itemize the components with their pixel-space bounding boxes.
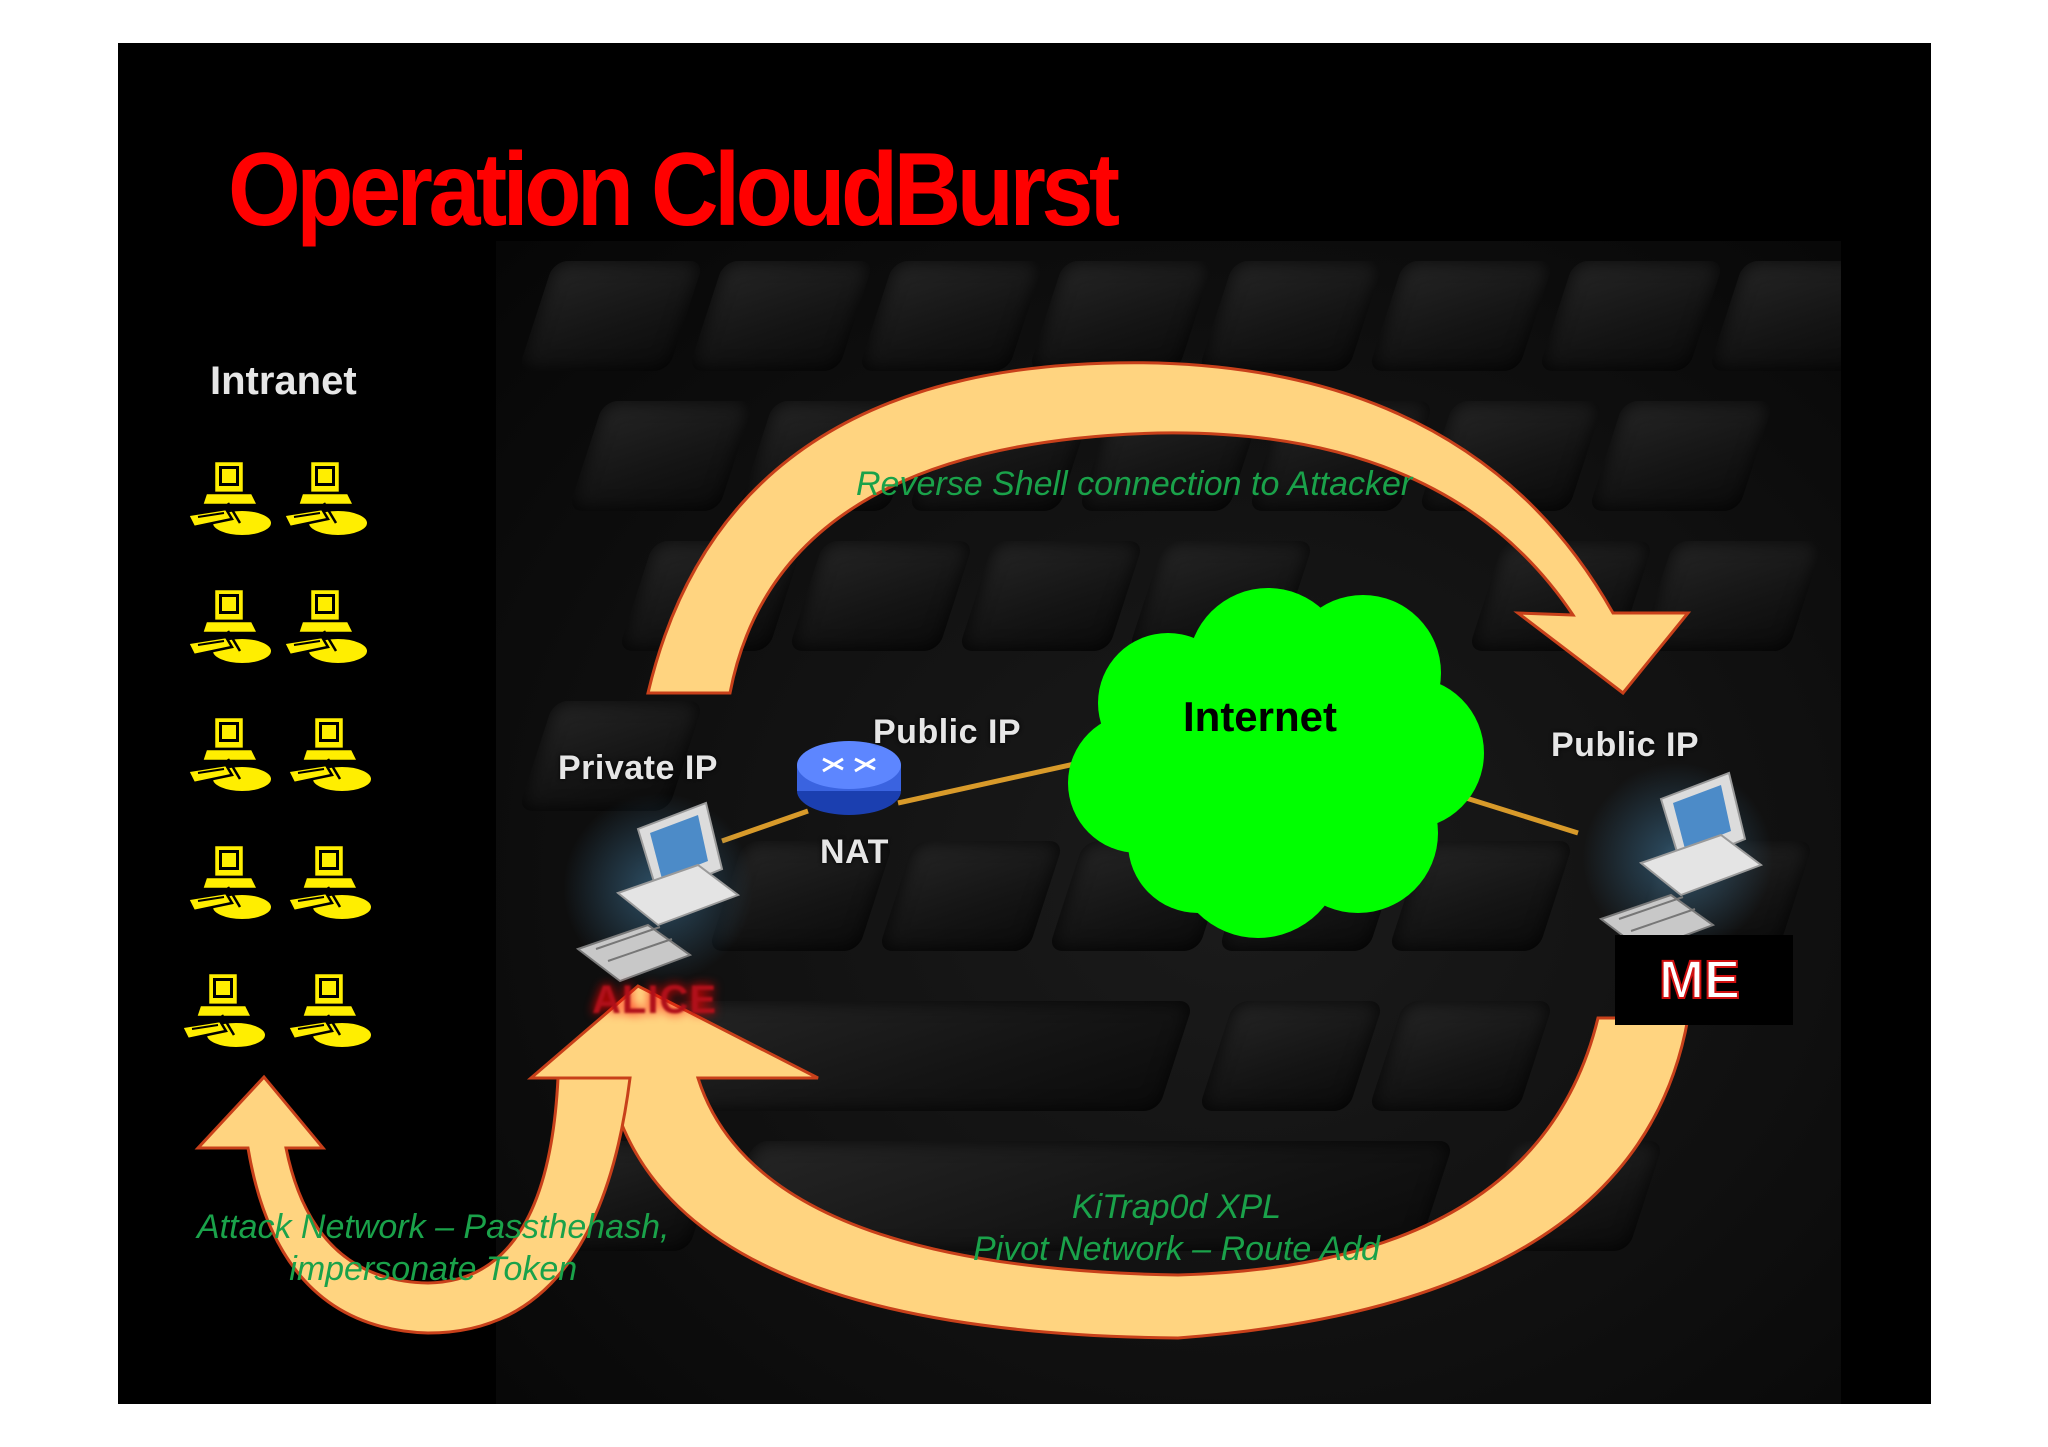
desktop-computer-icon bbox=[563, 793, 753, 983]
kitrap-annotation-line-1: KiTrap0d XPL bbox=[1071, 1188, 1282, 1226]
network-diagram bbox=[194, 361, 1773, 1340]
desktop-computer-icon bbox=[1583, 763, 1773, 953]
alice-ip-label: Private IP bbox=[558, 749, 718, 787]
reverse-shell-arrow bbox=[646, 361, 1692, 696]
attacker-label: ME bbox=[1658, 949, 1741, 1011]
intranet-label: Intranet bbox=[210, 359, 357, 403]
kitrap-annotation: KiTrap0d XPL Pivot Network – Route Add bbox=[973, 1186, 1380, 1270]
attacker-name-box: ME bbox=[1615, 935, 1793, 1025]
slide-title: Operation CloudBurst bbox=[228, 132, 1120, 248]
internet-label: Internet bbox=[1183, 693, 1338, 740]
kitrap-annotation-line-2: Pivot Network – Route Add bbox=[973, 1230, 1380, 1268]
attack-network-arrow bbox=[194, 1074, 632, 1335]
pivot-network-arrow bbox=[526, 984, 1690, 1340]
router-icon bbox=[797, 741, 901, 815]
attack-annotation-line-2: impersonate Token bbox=[289, 1250, 578, 1288]
attacker-ip-label: Public IP bbox=[1551, 726, 1700, 764]
nat-ip-label: Public IP bbox=[873, 713, 1022, 751]
attack-network-annotation: Attack Network – Passthehash, impersonat… bbox=[197, 1206, 669, 1290]
reverse-shell-annotation: Reverse Shell connection to Attacker bbox=[856, 465, 1413, 503]
slide: Operation CloudBurst Intranet bbox=[118, 43, 1931, 1404]
attack-annotation-line-1: Attack Network – Passthehash, bbox=[197, 1208, 670, 1246]
alice-label: ALICE bbox=[592, 978, 717, 1022]
nat-label: NAT bbox=[820, 833, 889, 871]
internet-cloud bbox=[1068, 588, 1484, 938]
